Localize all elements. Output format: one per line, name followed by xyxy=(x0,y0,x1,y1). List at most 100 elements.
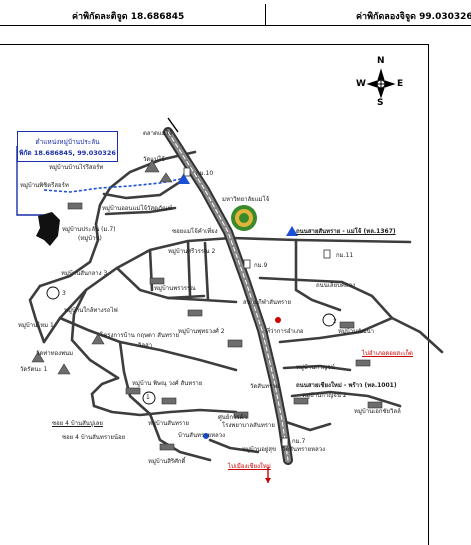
label-village-mai: หมู่บ้านไหม 1 xyxy=(18,322,54,329)
temple-icon-3 xyxy=(31,351,45,363)
label-pin-11: กม.11 xyxy=(336,252,354,259)
label-village-karnsa: หมู่บ้านกาญจน์ 2 xyxy=(302,392,347,399)
label-pin-7: กม.7 xyxy=(292,438,306,445)
info-coords: พิกัด 18.686845, 99.030326 xyxy=(19,149,116,157)
road-mid3 xyxy=(203,241,210,302)
label-to-chiangmai: ไปเมืองเชียงใหม่ xyxy=(228,463,271,470)
blue-signs xyxy=(178,174,298,439)
road-village-1 xyxy=(38,222,100,288)
label-market: ตลาดแม่โจ้ xyxy=(143,130,173,137)
label-circle-3: 3 xyxy=(62,290,66,297)
temple-icon-1 xyxy=(144,159,160,173)
circle-1 xyxy=(142,391,156,405)
location-info-box[interactable]: ตำแหน่งหมู่บ้านประลัน พิกัด 18.686845, 9… xyxy=(17,131,118,162)
road-northwest xyxy=(94,150,197,226)
label-village-kaen: หมู่บ้านพุทธวงศ์ 2 xyxy=(178,328,225,335)
label-village-pattana: หมู่บ้านพัฒนา xyxy=(338,328,375,335)
label-temple-maejo: วัดแม่โจ้ xyxy=(143,156,165,163)
north-road-arrow xyxy=(167,117,179,133)
university-logo xyxy=(231,205,257,231)
road-south2 xyxy=(118,340,152,416)
road-south-far xyxy=(208,438,260,454)
main-highway xyxy=(163,127,293,465)
km-marker-9 xyxy=(243,259,251,269)
label-prasan-2: (หมู่บ้าน) xyxy=(78,235,102,242)
map-frame xyxy=(0,44,429,545)
label-prasan-1: หมู่บ้านประลัน (ม.7) xyxy=(62,226,116,233)
label-ban-sansai-last: บ้านสันทรายหลวง xyxy=(178,432,226,439)
label-village-baanrai: หมู่บ้านบ้านไร่รีสอร์ท xyxy=(49,164,104,171)
road-south xyxy=(90,376,238,417)
longitude-text: ค่าพิกัดลองจิจูด 99.030326 xyxy=(356,12,471,22)
label-hospital: โรงพยาบาลสันทราย xyxy=(222,422,275,429)
latitude-text: ค่าพิกัดละติจูด 18.686845 xyxy=(72,12,185,22)
road-mid-west xyxy=(115,266,206,300)
label-village-parichat: หมู่บ้านพิชิตรีสอร์ท xyxy=(20,182,69,189)
compass-e: E xyxy=(397,79,404,89)
road-network xyxy=(28,150,444,462)
temple-icon-2 xyxy=(159,172,173,183)
info-title: ตำแหน่งหมู่บ้านประลัน xyxy=(35,138,100,146)
road-east-3 xyxy=(278,316,444,354)
road-south-loop xyxy=(70,288,120,380)
compass-rose xyxy=(366,68,396,99)
sign-icon-1 xyxy=(286,226,298,236)
label-phone-office: ที่ว่าการอำเภอ xyxy=(266,328,304,335)
label-village-pornwan: หมู่บ้านพรวรรณ xyxy=(154,285,196,292)
coordinates-header: ค่าพิกัดละติจูด 18.686845 ค่าพิกัดลองจิจ… xyxy=(0,0,471,28)
label-village-orn: หมู่บ้านออนแม่โจ้วัสดุภัณฑ์ xyxy=(102,205,173,212)
label-dt-mart: ศูนย์การค้า xyxy=(218,414,248,421)
numbered-circles xyxy=(46,286,336,405)
label-pin-9: กม.9 xyxy=(254,262,268,269)
label-village-sriwan: หมู่บ้านศรีวรรณ 2 xyxy=(168,248,216,255)
sign-icon-2 xyxy=(178,174,190,184)
destination-marker xyxy=(265,467,271,483)
road-east-1 xyxy=(294,238,342,312)
label-circle-2: 2 xyxy=(333,318,337,325)
label-village-3: หมู่บ้านสันกลาง 3 xyxy=(61,270,108,277)
label-project-sansai2: วิลล่า xyxy=(138,342,153,349)
label-circle-1: 1 xyxy=(146,394,150,401)
label-pin-10: กม.10 xyxy=(196,170,214,177)
house-icon-10 xyxy=(233,411,249,419)
house-icon-4 xyxy=(227,339,243,348)
label-wat-thatong: วัดท่าทองพนม xyxy=(36,350,74,357)
circle-2 xyxy=(322,313,336,327)
label-village-karn: หมู่บ้านกาญจน์ xyxy=(296,364,335,371)
sign-icon-4 xyxy=(275,317,281,323)
landmark-icons xyxy=(31,159,383,451)
house-icon-11 xyxy=(293,397,309,405)
label-village-pisit: หมู่บ้าน พิษณุ วงศ์ สันทราย xyxy=(132,380,203,387)
header-divider xyxy=(265,4,266,25)
label-village-sansai-1: หมู่บ้านสันทราย xyxy=(148,420,190,427)
label-house-nok: ซอย 4 บ้านสันปูเลย xyxy=(52,420,103,427)
road-east-2 xyxy=(258,276,394,320)
house-icon-5 xyxy=(125,387,141,395)
compass-n: N xyxy=(377,56,385,66)
km-marker-11 xyxy=(323,249,331,259)
label-soi-bottom: ซอย 4 บ้านสันทรายน้อย xyxy=(62,434,126,441)
compass-s: S xyxy=(377,98,384,108)
prasan-village-area xyxy=(36,212,60,246)
sign-icon-3 xyxy=(203,433,209,439)
label-project-sansai: โครงการบ้าน กฤษดา สันทราย xyxy=(100,332,180,339)
house-icon-1 xyxy=(67,202,83,210)
road-interior xyxy=(166,296,238,304)
label-road-maejo: ถนนสายสันทราย - แม่โจ้ (ทล.1367) xyxy=(296,228,396,235)
label-road-chiangmai: ถนนสายเชียงใหม่ - พร้าว (ทล.1001) xyxy=(296,382,397,389)
temple-icon-4 xyxy=(91,333,105,345)
house-icon-12 xyxy=(159,443,175,451)
label-village-unwin: หมู่บ้านอยู่สุข xyxy=(242,446,277,453)
label-univ: มหาวิทยาลัยแม่โจ้ xyxy=(222,196,270,203)
km-markers xyxy=(183,167,331,447)
label-village-ekkachai: หมู่บ้านเอกชัยวิลล์ xyxy=(354,408,401,415)
road-mid2 xyxy=(186,239,192,297)
label-place-sanpasak: สนามกีฬาสันทราย xyxy=(243,299,292,306)
road-south-west xyxy=(58,316,238,372)
road-east-5 xyxy=(282,364,352,372)
label-temple-sansai: วัดสันทราย xyxy=(250,383,280,390)
label-to-doisaket: ไปอำเภอดอยสะเก็ด xyxy=(362,350,413,357)
road-south-east xyxy=(278,418,332,432)
label-temple-mid: วัดสันทรายหลวง xyxy=(282,446,326,453)
